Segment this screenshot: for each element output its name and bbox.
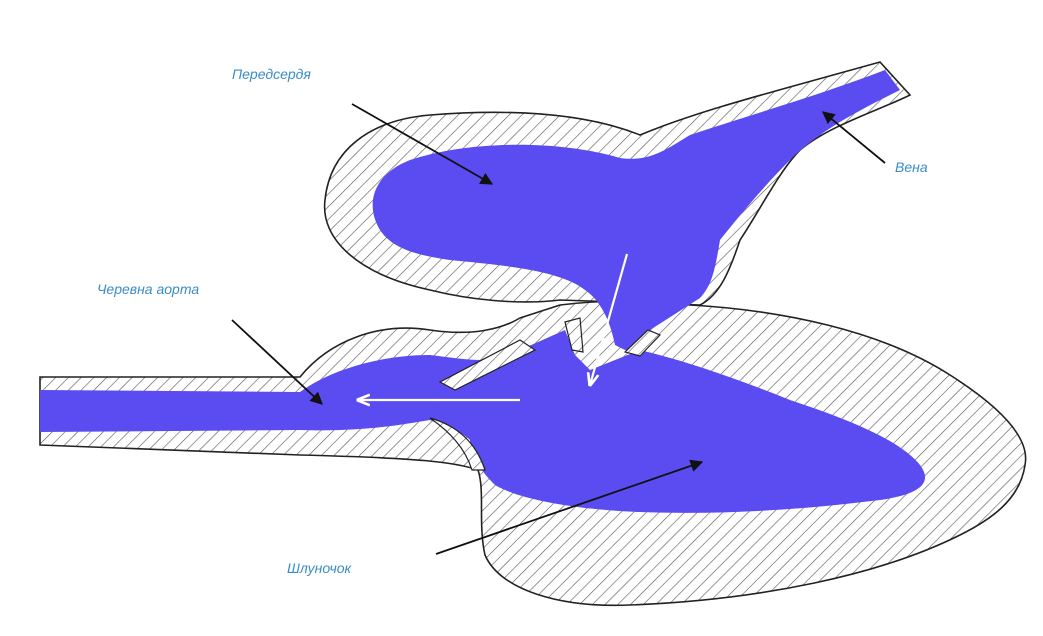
- heart-wall: [40, 62, 1026, 605]
- label-vein: Вена: [895, 159, 928, 175]
- label-atrium: Передсердя: [232, 66, 311, 82]
- atrium-cavity: [373, 70, 900, 355]
- label-ventricle: Шлуночок: [287, 560, 353, 576]
- label-aorta: Черевна аорта: [97, 281, 199, 297]
